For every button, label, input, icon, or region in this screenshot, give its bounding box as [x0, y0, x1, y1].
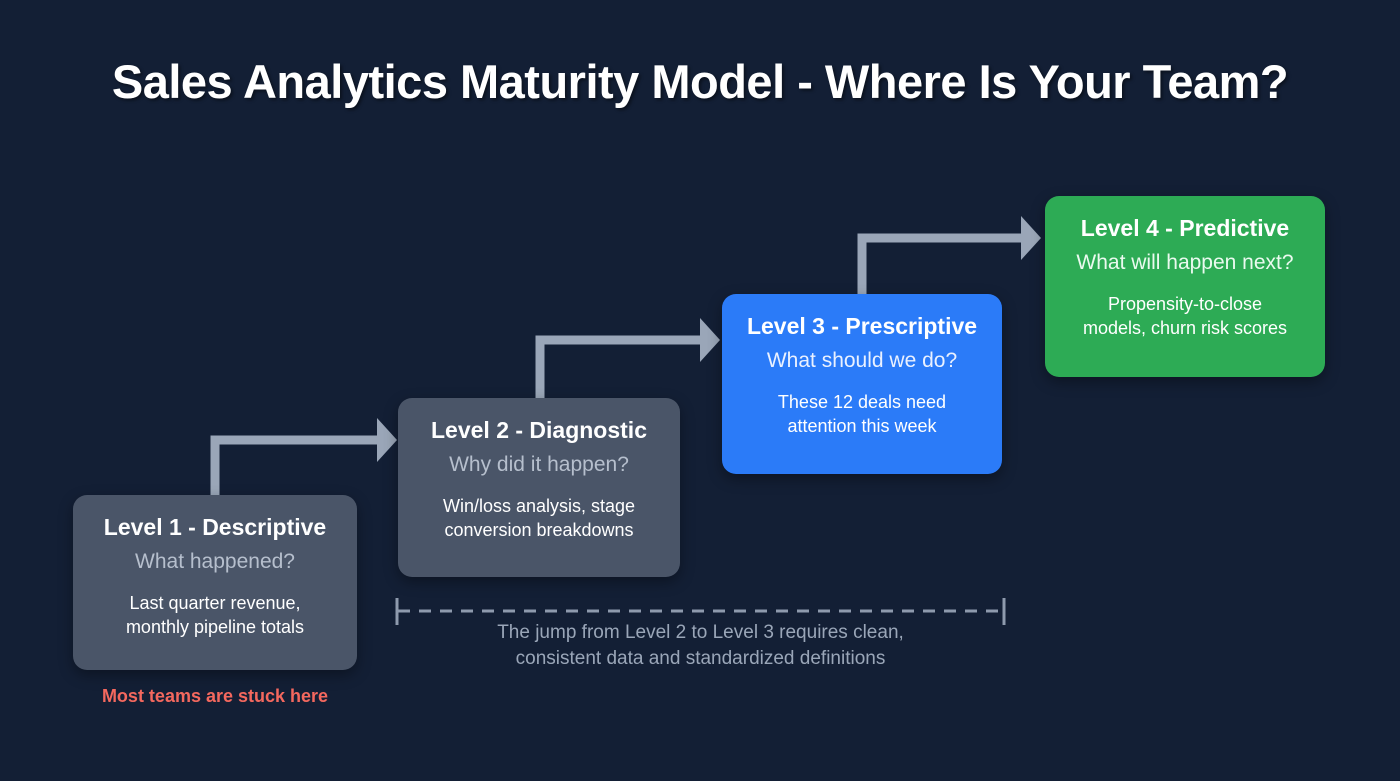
- page-title: Sales Analytics Maturity Model - Where I…: [111, 55, 1289, 108]
- stuck-here-callout: Most teams are stuck here: [101, 686, 329, 706]
- level-card-4-example: Propensity-to-close models, churn risk s…: [1082, 294, 1288, 338]
- level-card-4-title: Level 4 - Predictive: [1080, 215, 1290, 241]
- level-card-2-example: Win/loss analysis, stage conversion brea…: [442, 496, 636, 540]
- level-card-3-title: Level 3 - Prescriptive: [746, 313, 978, 339]
- level-card-2-question: Why did it happen?: [449, 452, 629, 476]
- arrow-level3-to-level4: [857, 216, 1041, 296]
- level-card-4-question: What will happen next?: [1076, 250, 1294, 274]
- level-card-1-example: Last quarter revenue, monthly pipeline t…: [125, 593, 305, 637]
- level-card-1[interactable]: Level 1 - Descriptive What happened? Las…: [73, 495, 357, 670]
- level-card-1-question: What happened?: [135, 549, 295, 573]
- gap-annotation: The jump from Level 2 to Level 3 require…: [497, 622, 904, 669]
- level-card-1-title: Level 1 - Descriptive: [103, 514, 327, 540]
- level-card-3-example: These 12 deals need attention this week: [777, 392, 947, 436]
- level-card-3[interactable]: Level 3 - Prescriptive What should we do…: [722, 294, 1002, 474]
- level-card-2-title: Level 2 - Diagnostic: [430, 417, 647, 443]
- level-card-3-question: What should we do?: [766, 348, 958, 372]
- arrow-level2-to-level3: [535, 318, 720, 400]
- arrow-level1-to-level2: [210, 418, 397, 497]
- level-card-4[interactable]: Level 4 - Predictive What will happen ne…: [1045, 196, 1325, 377]
- level-card-2[interactable]: Level 2 - Diagnostic Why did it happen? …: [398, 398, 680, 577]
